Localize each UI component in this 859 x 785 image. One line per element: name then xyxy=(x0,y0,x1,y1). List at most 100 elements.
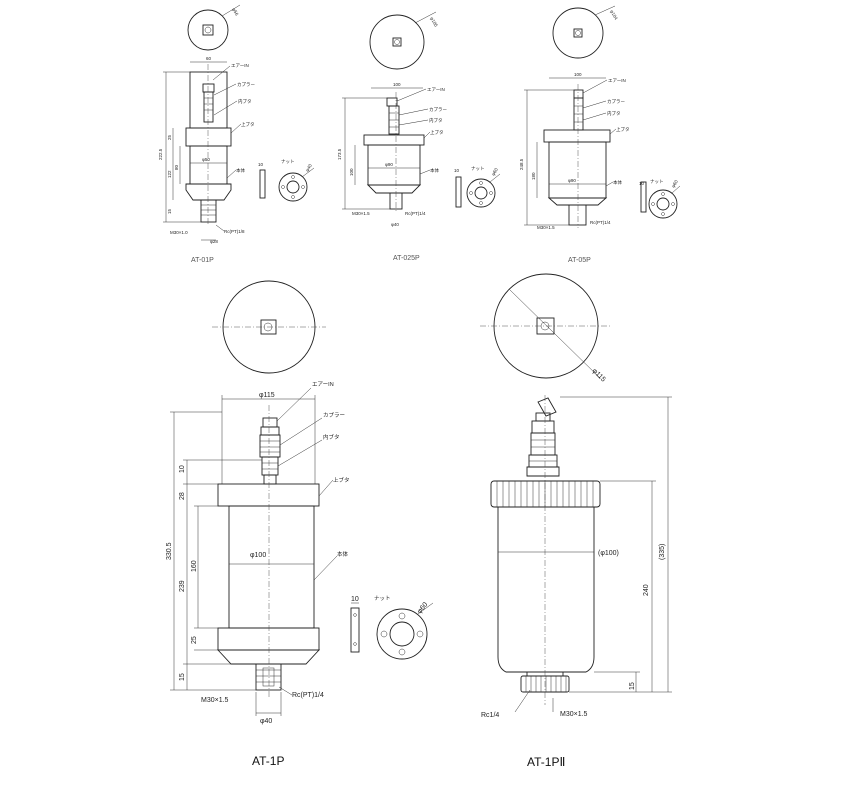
at1p2-h-bot: 15 xyxy=(629,682,636,690)
at01p-bore: φ50 xyxy=(202,157,210,162)
at1p2-caption: AT-1PⅡ xyxy=(527,755,565,769)
at01p-h-top: 25 xyxy=(167,134,172,140)
at025p-label-body: 本体 xyxy=(430,167,439,174)
at05p-top-view: φ104 xyxy=(552,5,619,59)
at1p-label-body: 本体 xyxy=(337,550,349,558)
at1p-top-view xyxy=(212,280,326,374)
at01p-nut-dia: φ40 xyxy=(305,163,314,173)
at025p-width: 100 xyxy=(393,82,401,87)
at025p-nut: 10 ナット φ60 xyxy=(454,166,501,208)
at05p-label-inner-lid: 内ブタ xyxy=(607,110,621,117)
at05p-top-dia: φ104 xyxy=(609,9,619,21)
at1p-dia-bottom: φ40 xyxy=(260,718,272,725)
at1p-caption: AT-1P xyxy=(252,754,284,768)
at1p-side-view: φ115 xyxy=(166,381,350,725)
at05p-nut-label: ナット xyxy=(650,179,664,185)
at01p-width: 60 xyxy=(206,56,212,61)
at1p-label-air-in: エアーIN xyxy=(312,381,334,388)
at05p-nut-dia: φ60 xyxy=(671,179,680,189)
at025p-top-view: φ105 xyxy=(369,11,439,70)
at025p-nut-thickness: 10 xyxy=(454,168,460,173)
at025p-nut-dia: φ60 xyxy=(491,167,500,177)
at1p-nut-dia: φ60 xyxy=(416,601,429,615)
at01p-nut: 10 ナット φ40 xyxy=(258,159,315,202)
at01p-total-height: 222.5 xyxy=(158,148,163,160)
at05p-bore: φ90 xyxy=(568,178,576,183)
at1p-width: φ115 xyxy=(259,392,275,399)
at1p2-thread: M30×1.5 xyxy=(560,711,588,718)
at1p2-bottom-knurl xyxy=(525,676,567,692)
drawing-at05p: φ104 100 φ90 248.5 180 エアーIN xyxy=(519,5,681,264)
drawing-at1p2: φ115 xyxy=(480,273,672,769)
at05p-nut-thickness: 10 xyxy=(639,181,645,186)
at05p-nut: 10 ナット φ60 xyxy=(639,179,681,219)
at025p-port: Rc(PT)1/4 xyxy=(405,211,426,216)
at1p2-h-body: 240 xyxy=(643,584,650,596)
at01p-nut-label: ナット xyxy=(281,159,295,165)
at1p2-bore: (φ100) xyxy=(598,550,619,557)
at1p2-port: Rc1/4 xyxy=(481,712,499,719)
at1p-port: Rc(PT)1/4 xyxy=(292,692,324,699)
at1p-total-height: 330.5 xyxy=(166,542,173,560)
at01p-h-mid2: 80 xyxy=(174,164,179,170)
at025p-bore: φ90 xyxy=(385,162,393,167)
at01p-thread: M30×1.0 xyxy=(170,230,188,235)
at025p-label-coupler: カプラー xyxy=(429,107,447,113)
at1p-h-lid: 28 xyxy=(179,492,186,500)
at01p-h-mid: 122 xyxy=(167,170,172,178)
at05p-width: 100 xyxy=(574,72,582,77)
at025p-label-air-in: エアーIN xyxy=(427,87,445,93)
at1p2-side-view: (φ100) (335) 240 15 Rc1/4 M30×1.5 xyxy=(481,395,672,719)
drawing-at025p: φ105 100 φ90 173.5 100 エアーIN xyxy=(337,11,501,262)
at1p-h-lower: 25 xyxy=(191,636,198,644)
at01p-label-body: 本体 xyxy=(236,167,245,174)
at05p-thread: M30×1.5 xyxy=(537,225,555,230)
at05p-h-mid: 180 xyxy=(531,172,536,180)
at01p-top-view: φ56 xyxy=(187,4,241,51)
at01p-label-coupler: カプラー xyxy=(237,82,255,88)
at025p-top-dia: φ105 xyxy=(429,16,439,28)
drawing-at01p: φ56 60 φ50 222.5 xyxy=(158,4,315,264)
at05p-side-view: 100 φ90 248.5 180 エアーIN カプラー 内ブタ xyxy=(519,72,630,230)
at025p-dia-bottom: φ40 xyxy=(391,222,399,227)
at01p-label-inner-lid: 内ブタ xyxy=(238,98,252,105)
at025p-side-view: 100 φ90 173.5 100 エアーIN カプラー 内ブタ xyxy=(337,82,447,227)
drawing-at1p: φ115 xyxy=(166,280,434,768)
at025p-thread: M30×1.5 xyxy=(352,211,370,216)
at1p-thread: M30×1.5 xyxy=(201,697,229,704)
at01p-nut-thickness: 10 xyxy=(258,162,264,167)
at025p-nut-label: ナット xyxy=(471,166,485,172)
at1p2-total-height: (335) xyxy=(659,544,666,560)
at05p-port: Rc(PT)1/4 xyxy=(590,220,611,225)
at1p-bore: φ100 xyxy=(250,552,266,559)
at1p2-top-dia: φ115 xyxy=(591,367,607,383)
at1p-nut-label: ナット xyxy=(374,595,391,602)
at01p-top-dia: φ56 xyxy=(231,7,240,17)
at1p-h-top-sub: 10 xyxy=(179,465,186,473)
at05p-caption: AT-05P xyxy=(568,257,591,264)
at025p-label-upper-lid: 上ブタ xyxy=(430,129,444,136)
at05p-label-upper-lid: 上ブタ xyxy=(616,126,630,133)
at01p-side-view: 60 φ50 222.5 25 122 80 xyxy=(158,56,255,244)
at1p-h-bot: 15 xyxy=(179,673,186,681)
at1p2-top-view: φ115 xyxy=(480,273,612,384)
at05p-label-coupler: カプラー xyxy=(607,99,625,105)
at01p-h-bot: 15 xyxy=(167,208,172,214)
at025p-label-inner-lid: 内ブタ xyxy=(429,117,443,124)
at1p-nut: 10 ナット φ60 xyxy=(350,595,434,660)
at1p-label-upper-lid: 上ブタ xyxy=(333,476,350,484)
at01p-label-upper-lid: 上ブタ xyxy=(241,121,255,128)
at1p-h-mid: 160 xyxy=(191,560,198,572)
at1p-label-coupler: カプラー xyxy=(323,412,345,419)
at1p-nut-thickness: 10 xyxy=(351,596,359,603)
at01p-port: Rc(PT)1/8 xyxy=(224,229,245,234)
at01p-dia-bottom: φ28 xyxy=(210,239,218,244)
at1p-label-inner-lid: 内ブタ xyxy=(323,433,340,441)
at01p-caption: AT-01P xyxy=(191,257,214,264)
at05p-label-body: 本体 xyxy=(613,179,622,186)
at01p-label-air-in: エアーIN xyxy=(231,63,249,69)
at05p-label-air-in: エアーIN xyxy=(608,78,626,84)
at025p-total-height: 173.5 xyxy=(337,148,342,160)
at1p-h-body: 239 xyxy=(179,580,186,592)
